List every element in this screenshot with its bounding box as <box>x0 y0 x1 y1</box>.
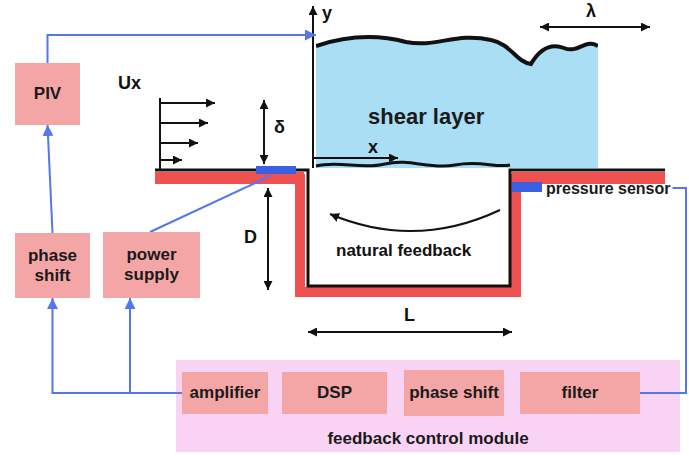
velocity-arrow <box>160 102 215 104</box>
pressure-sensor: pressure sensor <box>512 180 671 202</box>
signal-connector <box>48 125 53 233</box>
process-box: filter <box>520 372 640 414</box>
process-box: amplifier <box>182 372 268 414</box>
module-band-fill <box>176 360 680 452</box>
velocity-label: Ux <box>118 74 141 94</box>
feedback-label: natural feedback <box>336 242 471 261</box>
node-text: amplifier <box>190 383 261 403</box>
thickness-label: δ <box>274 118 285 138</box>
axis-label: x <box>368 138 378 158</box>
wavelength-dimension <box>540 26 650 28</box>
actuator-wire <box>150 176 270 232</box>
wavelength-label: λ <box>586 2 596 22</box>
axis-label: y <box>322 4 332 24</box>
velocity-arrow <box>160 142 198 144</box>
signal-connector <box>48 35 317 63</box>
shear-layer-fill <box>316 37 598 140</box>
process-box: phase shift <box>15 233 90 298</box>
depth-dimension <box>267 188 269 290</box>
process-box: phase shift <box>404 370 504 416</box>
y-axis <box>312 6 314 168</box>
shear-layer-base <box>316 138 598 168</box>
sensor-body <box>512 182 542 192</box>
process-box: power supply <box>103 232 200 298</box>
feedback-arc <box>330 210 500 231</box>
signal-connector <box>640 188 686 393</box>
process-box: PIV <box>15 63 80 125</box>
node-text: filter <box>562 383 599 403</box>
process-box: DSP <box>282 372 387 414</box>
length-dimension <box>308 331 512 333</box>
shear-layer-edge <box>316 37 598 64</box>
velocity-arrow <box>160 159 182 161</box>
cavity-wall <box>300 174 516 292</box>
shear-layer-lower-edge <box>316 162 510 166</box>
signal-connector <box>130 298 182 393</box>
actuator <box>256 166 296 174</box>
length-label: L <box>404 306 415 326</box>
node-text: feedback control module <box>176 429 680 449</box>
node-text: shear layer <box>368 104 484 129</box>
shear-layer: shear layer <box>316 34 598 140</box>
node-text: PIV <box>34 84 61 104</box>
thickness-dimension <box>263 100 265 164</box>
node-text: power supply <box>103 245 200 284</box>
node-text: phase shift <box>409 383 499 403</box>
depth-label: D <box>244 228 257 248</box>
node-text: DSP <box>317 383 352 403</box>
node-text: phase shift <box>15 246 90 285</box>
velocity-arrow <box>160 122 208 124</box>
node-text: pressure sensor <box>546 180 671 198</box>
module-band: feedback control module amplifier DSP phase… <box>176 360 680 452</box>
signal-connector <box>53 298 183 393</box>
x-axis <box>313 157 398 159</box>
